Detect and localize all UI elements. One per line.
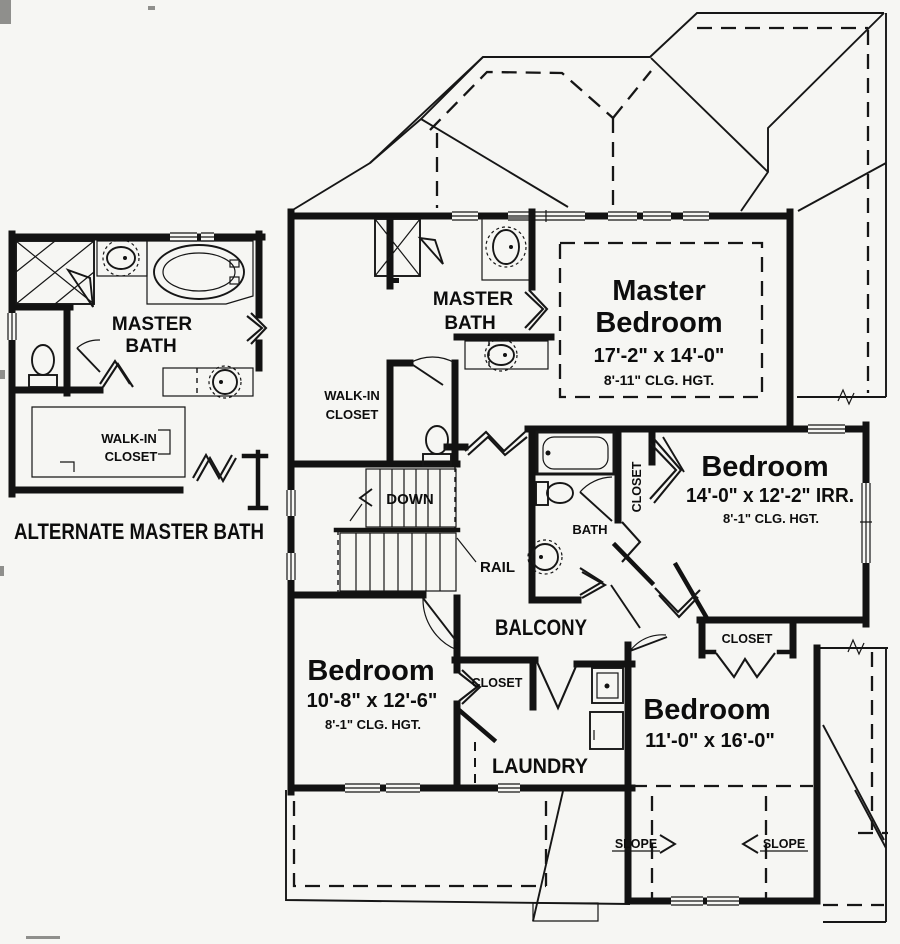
master-bedroom-dims: 17'-2" x 14'-0" bbox=[594, 345, 725, 367]
bedroom-bottom-name: Bedroom bbox=[643, 694, 770, 726]
master-bedroom-label-1: Master bbox=[612, 275, 706, 307]
stairs bbox=[333, 467, 477, 593]
slope-left-arrow-icon bbox=[741, 834, 759, 854]
porch-roof bbox=[285, 790, 631, 922]
master-bedroom-ceiling: 8'-11" CLG. HGT. bbox=[604, 372, 714, 388]
bath-label: BATH bbox=[572, 522, 607, 537]
scan-artifacts bbox=[0, 0, 155, 939]
doors bbox=[409, 236, 685, 652]
bedroom-bottom-dims: 11'-0" x 16'-0" bbox=[645, 730, 775, 752]
bedroom-right-dims: 14'-0" x 12'-2" IRR. bbox=[686, 485, 854, 507]
bedroom-bottom-closet-label: CLOSET bbox=[722, 632, 773, 646]
bedroom-left-name: Bedroom bbox=[307, 655, 434, 687]
walkin-closet-label-1: WALK-IN bbox=[324, 388, 380, 403]
bedroom-left-closet-label: CLOSET bbox=[472, 676, 523, 690]
vanity-sink-fixture bbox=[481, 217, 531, 281]
stairs-rail-label: RAIL bbox=[480, 559, 515, 576]
cased-openings bbox=[458, 289, 776, 711]
interior-walls bbox=[287, 208, 797, 792]
shower-fixture bbox=[374, 218, 421, 283]
inset-walkin-label-2: CLOSET bbox=[105, 449, 158, 464]
balcony-label: BALCONY bbox=[495, 615, 587, 640]
stairs-down-label: DOWN bbox=[386, 491, 434, 508]
shower-fixture bbox=[15, 240, 95, 308]
vanity-sink-fixture bbox=[464, 338, 549, 372]
laundry-label: LAUNDRY bbox=[492, 755, 588, 778]
inset-caption: ALTERNATE MASTER BATH bbox=[14, 519, 264, 544]
washer-fixture bbox=[589, 711, 624, 750]
fixtures-main bbox=[374, 217, 624, 750]
tray-ceiling-outline bbox=[558, 241, 764, 399]
bedroom-right-ceiling: 8'-1" CLG. HGT. bbox=[723, 511, 819, 526]
vanity-sink-fixture bbox=[162, 365, 254, 399]
bedroom-right-name: Bedroom bbox=[701, 451, 828, 483]
walkin-closet-label-2: CLOSET bbox=[326, 407, 379, 422]
laundry-sink-fixture bbox=[591, 667, 624, 704]
alternate-master-bath-inset bbox=[6, 230, 269, 511]
sink-fixture bbox=[96, 239, 148, 277]
inset-master-bath-label-1: MASTER bbox=[112, 314, 193, 335]
bedroom-left-ceiling: 8'-1" CLG. HGT. bbox=[325, 717, 421, 732]
slope-left-label: SLOPE bbox=[615, 837, 657, 851]
roof-lines bbox=[290, 12, 887, 397]
right-roof-overhang bbox=[797, 388, 888, 923]
slope-right-arrow-icon bbox=[659, 834, 677, 854]
master-bath-label-2: BATH bbox=[444, 313, 495, 334]
windows bbox=[285, 210, 872, 907]
shower-door bbox=[417, 236, 444, 265]
labels: MASTER BATH WALK-IN CLOSET ALTERNATE MAS… bbox=[14, 275, 854, 854]
inset-master-bath-label-2: BATH bbox=[125, 336, 176, 357]
toilet-fixture bbox=[28, 344, 58, 388]
slope-right-label: SLOPE bbox=[763, 837, 805, 851]
bedroom-left-dims: 10'-8" x 12'-6" bbox=[307, 690, 438, 712]
inset-walkin-label-1: WALK-IN bbox=[101, 431, 157, 446]
bathtub-fixture bbox=[146, 240, 254, 305]
toilet-fixture bbox=[535, 481, 574, 506]
rail-leader-line bbox=[456, 537, 477, 563]
bedroom-right-closet-label: CLOSET bbox=[630, 461, 644, 512]
master-bath-label-1: MASTER bbox=[433, 289, 514, 310]
toilet-fixture bbox=[422, 425, 452, 467]
master-bedroom-label-2: Bedroom bbox=[595, 307, 722, 339]
down-arrow-icon bbox=[358, 488, 373, 507]
sink-fixture bbox=[527, 539, 563, 575]
bathtub-fixture bbox=[535, 430, 616, 476]
ceiling-annotations bbox=[474, 241, 813, 898]
exterior-walls bbox=[287, 208, 870, 905]
